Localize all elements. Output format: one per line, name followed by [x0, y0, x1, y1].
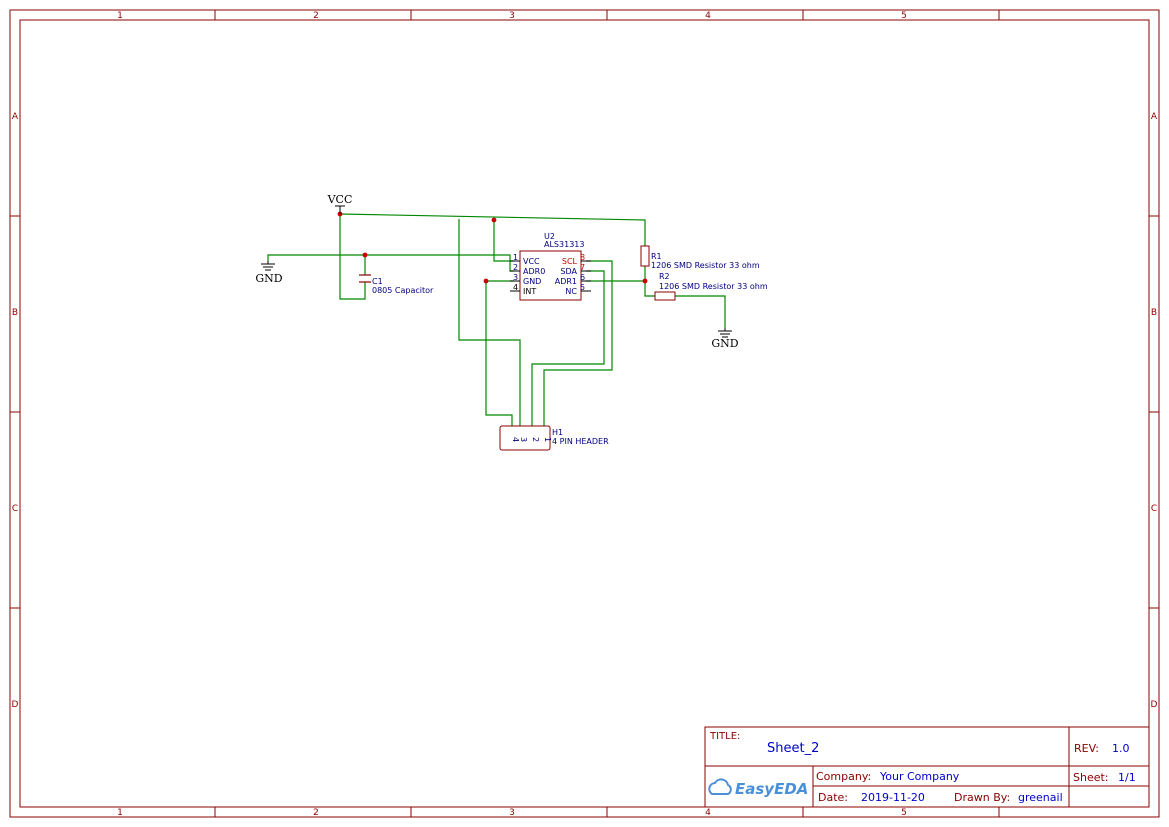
- frame-row-labels: A B C D A B C D: [12, 112, 1158, 710]
- resistor-r2[interactable]: R2 1206 SMD Resistor 33 ohm: [654, 272, 768, 301]
- u2-pin2-name: ADR0: [523, 267, 545, 276]
- title-block: TITLE: Sheet_2 REV: 1.0 Company: Your Co…: [704, 726, 1150, 808]
- cloud-icon: [708, 778, 732, 795]
- wires: [267, 213, 726, 426]
- wire-scl[interactable]: [543, 260, 613, 426]
- h1-pin4-num: 4: [511, 437, 520, 442]
- row-label-right-c: C: [1151, 504, 1157, 514]
- capacitor-c1[interactable]: C1 0805 Capacitor: [359, 274, 434, 295]
- u2-pin4-name: INT: [523, 287, 536, 296]
- logo-text: EasyEDA: [735, 780, 808, 798]
- r1-ref: R1: [651, 252, 662, 261]
- column-label-top-1: 1: [117, 11, 123, 21]
- r2-value: 1206 SMD Resistor 33 ohm: [659, 282, 768, 291]
- rev-label: REV:: [1074, 742, 1099, 755]
- row-label-right-a: A: [1151, 112, 1158, 122]
- sheet-value: 1/1: [1118, 771, 1136, 784]
- junction-r-node: [642, 278, 648, 284]
- frame-column-labels: 1 2 3 4 5 1 2 3 4 5: [117, 11, 907, 818]
- h1-pin3-num: 3: [519, 437, 528, 442]
- row-label-left-a: A: [12, 112, 19, 122]
- date-label: Date:: [818, 791, 848, 804]
- wire-gnd-rail[interactable]: [267, 254, 514, 272]
- u2-pin8-name: SCL: [562, 257, 578, 266]
- row-label-right-d: D: [1151, 700, 1158, 710]
- power-symbol-vcc[interactable]: VCC: [327, 193, 353, 214]
- u2-pin3-num: 3: [513, 273, 518, 282]
- company-value: Your Company: [879, 770, 960, 783]
- u2-pin7-name: SDA: [560, 267, 577, 276]
- sheet-label: Sheet:: [1073, 771, 1109, 784]
- u2-pin1-name: VCC: [523, 257, 540, 266]
- date-value: 2019-11-20: [861, 791, 925, 804]
- wire-gnd-to-header[interactable]: [485, 281, 513, 426]
- h1-pin-numbers: 4 3 2 1: [511, 437, 552, 442]
- column-label-top-2: 2: [313, 11, 319, 21]
- row-label-left-b: B: [12, 308, 18, 318]
- junction-gnd-c1: [362, 252, 368, 258]
- column-label-top-4: 4: [705, 11, 711, 21]
- column-label-bottom-4: 4: [705, 808, 711, 818]
- u2-pin5-name: NC: [565, 287, 577, 296]
- r1-value: 1206 SMD Resistor 33 ohm: [651, 261, 760, 270]
- wire-vcc-rail[interactable]: [339, 213, 646, 246]
- column-label-bottom-2: 2: [313, 808, 319, 818]
- u2-pin7-num: 7: [580, 263, 585, 272]
- u2-value: ALS31313: [544, 240, 584, 249]
- title-label: TITLE:: [709, 731, 740, 742]
- wire-vcc-to-c1[interactable]: [339, 214, 366, 300]
- column-label-bottom-5: 5: [901, 808, 907, 818]
- u2-left-pins: [510, 260, 520, 292]
- junction-vcc-u2: [491, 217, 497, 223]
- u2-pin1-num: 1: [513, 253, 518, 262]
- title-value: Sheet_2: [767, 741, 819, 756]
- r2-ref: R2: [659, 272, 670, 281]
- column-label-top-3: 3: [509, 11, 515, 21]
- gnd-left-label: GND: [255, 272, 282, 285]
- rev-value: 1.0: [1112, 742, 1130, 755]
- drawn-by-value: greenail: [1018, 791, 1063, 804]
- vcc-label: VCC: [327, 193, 353, 206]
- gnd-right-label: GND: [711, 337, 738, 350]
- row-label-left-c: C: [12, 504, 18, 514]
- column-label-top-5: 5: [901, 11, 907, 21]
- h1-pin2-num: 2: [531, 437, 540, 442]
- drawing-frame: [9, 9, 1160, 818]
- c1-value: 0805 Capacitor: [372, 286, 434, 295]
- company-label: Company:: [816, 770, 871, 783]
- drawn-by-label: Drawn By:: [954, 791, 1010, 804]
- power-symbol-gnd-left[interactable]: GND: [255, 261, 283, 285]
- ic-u2[interactable]: U2 ALS31313 1 2 3 4 VCC ADR0 GND INT 8 7…: [510, 232, 591, 301]
- junction-gnd-u2: [483, 278, 489, 284]
- column-label-bottom-3: 3: [509, 808, 515, 818]
- row-label-left-d: D: [12, 700, 19, 710]
- h1-pin1-num: 1: [543, 437, 552, 442]
- u2-ref: U2: [544, 232, 555, 241]
- u2-pin8-num: 8: [580, 253, 585, 262]
- easyeda-logo: EasyEDA: [708, 778, 808, 798]
- wire-vcc-to-u2[interactable]: [493, 220, 514, 262]
- h1-value: 4 PIN HEADER: [552, 437, 609, 446]
- u2-pin4-num: 4: [513, 283, 518, 292]
- u2-pin6-name: ADR1: [555, 277, 577, 286]
- u2-pin6-num: 6: [580, 273, 585, 282]
- column-label-bottom-1: 1: [117, 808, 123, 818]
- wire-r1-to-r2[interactable]: [644, 266, 655, 297]
- h1-ref: H1: [552, 428, 563, 437]
- power-symbol-gnd-right[interactable]: GND: [711, 328, 739, 350]
- resistor-r1[interactable]: R1 1206 SMD Resistor 33 ohm: [640, 245, 760, 270]
- u2-pin3-name: GND: [523, 277, 541, 286]
- header-h1[interactable]: 4 3 2 1 H1 4 PIN HEADER: [499, 425, 609, 451]
- c1-ref: C1: [372, 277, 383, 286]
- wire-vcc-to-header-pin4[interactable]: [458, 219, 521, 426]
- junctions: [337, 211, 648, 284]
- wire-r2-to-gnd[interactable]: [675, 295, 726, 328]
- row-label-right-b: B: [1151, 308, 1157, 318]
- u2-pin5-num: 5: [580, 283, 585, 292]
- u2-pin2-num: 2: [513, 263, 518, 272]
- wire-sda[interactable]: [531, 270, 605, 426]
- u2-right-pins: [581, 260, 591, 292]
